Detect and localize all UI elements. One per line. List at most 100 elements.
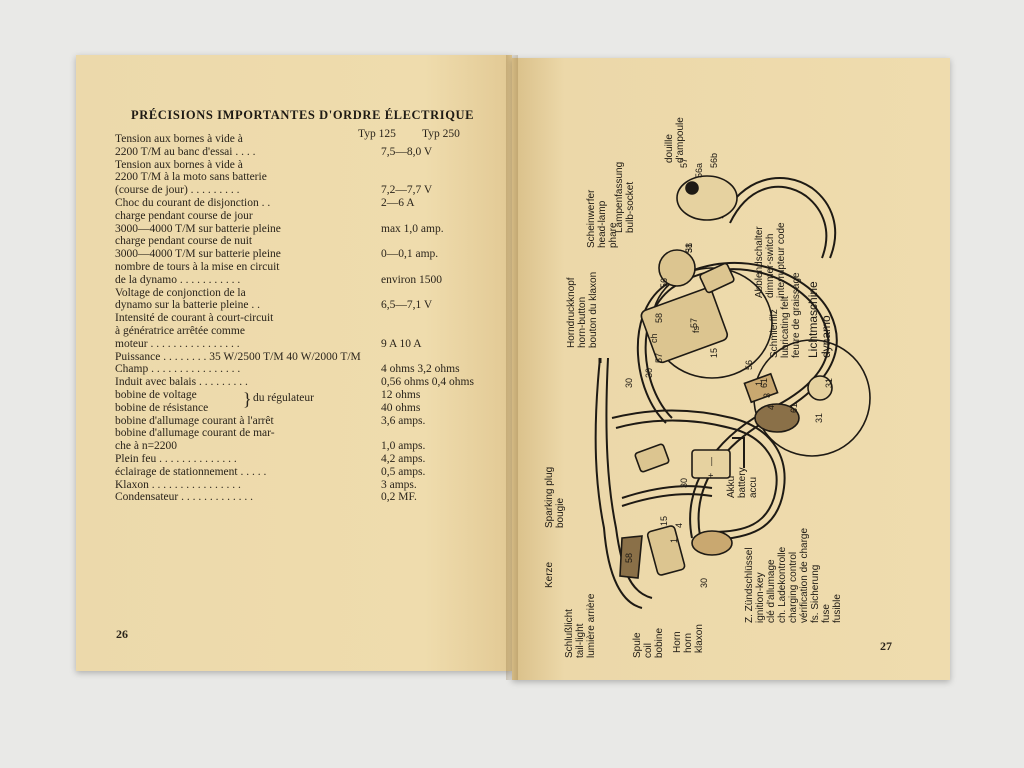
terminal-number: 58 bbox=[624, 553, 634, 563]
terminal-number: 56 bbox=[659, 278, 669, 288]
label-dynamo: Lichtmaschinedynamo bbox=[806, 281, 833, 358]
spec-label: charge pendant course de jour bbox=[115, 209, 253, 222]
label-douille: douilled'ampoule bbox=[664, 117, 686, 163]
label-lubricating: Schmierfilzlubricating feltfeutre de gra… bbox=[769, 272, 802, 358]
spec-label: Tension aux bornes à vide à bbox=[115, 158, 243, 171]
terminal-number: 30 bbox=[699, 578, 709, 588]
terminal-number: 56 bbox=[744, 360, 754, 370]
label-horn: Hornhornklaxon bbox=[672, 624, 705, 653]
label-horn-button: Horndruckknopfhorn-buttonbouton du klaxo… bbox=[566, 272, 599, 348]
spec-label: dynamo sur la batterie pleine . . bbox=[115, 299, 260, 312]
spec-value: max 1,0 amp. bbox=[381, 222, 444, 235]
terminal-number: 61 bbox=[789, 403, 799, 413]
terminal-number: 31 bbox=[824, 378, 834, 388]
terminal-number: 57 bbox=[654, 353, 664, 363]
terminal-number: 15 bbox=[709, 348, 719, 358]
spec-label: 2200 T/M à la moto sans batterie bbox=[115, 171, 267, 184]
terminal-number: ch bbox=[649, 333, 659, 343]
terminal-number: + bbox=[706, 473, 716, 478]
spec-label: Plein feu . . . . . . . . . . . . . . bbox=[115, 453, 237, 465]
spec-value: 4 ohms 3,2 ohms bbox=[381, 363, 460, 376]
spec-value: 6,5—7,1 V bbox=[381, 299, 433, 312]
spec-label: éclairage de stationnement . . . . . bbox=[115, 465, 267, 478]
spec-label: Voltage de conjonction de la bbox=[115, 286, 246, 299]
spec-value: 12 ohms bbox=[381, 389, 421, 401]
spec-label: (course de jour) . . . . . . . . . bbox=[115, 184, 240, 197]
spec-label: che à n=2200 bbox=[115, 440, 178, 453]
label-bulb-socket: Lampenfassungbulb-socket bbox=[614, 162, 636, 233]
spec-label: 3000—4000 T/M sur batterie pleine bbox=[115, 222, 281, 235]
book-gutter bbox=[506, 55, 518, 680]
col-header-typ125: Typ 125 bbox=[358, 128, 396, 140]
spec-label: moteur . . . . . . . . . . . . . . . . bbox=[115, 337, 240, 350]
right-page bbox=[512, 58, 950, 680]
spec-label: de la dynamo . . . . . . . . . . . bbox=[115, 273, 241, 286]
spec-value: 4,2 amps. bbox=[381, 453, 426, 465]
terminal-number: 61 bbox=[759, 378, 769, 388]
spec-value: 40 ohms bbox=[381, 401, 421, 414]
label-tail: Schlußlichttail-lightlumière arrière bbox=[564, 593, 597, 658]
spec-value: 0,56 ohms 0,4 ohms bbox=[381, 376, 474, 389]
label-legend: Z. Zündschlüssel ignition-key clé d'allu… bbox=[744, 525, 843, 623]
terminal-number: 58 bbox=[654, 313, 664, 323]
terminal-number: 56a bbox=[694, 163, 704, 178]
spec-value: 0,2 MF. bbox=[381, 491, 417, 504]
terminal-number: 56b bbox=[709, 153, 719, 168]
label-headlamp: Scheinwerferhead-lampphare bbox=[586, 189, 619, 248]
terminal-number: 1 bbox=[754, 381, 764, 386]
terminal-number: 15 bbox=[659, 516, 669, 526]
spec-label: bobine d'allumage courant de mar- bbox=[115, 427, 275, 440]
spec-label: Tension aux bornes à vide à bbox=[115, 133, 243, 145]
label-coil: Spulecoilbobine bbox=[632, 628, 665, 658]
spec-label: Klaxon . . . . . . . . . . . . . . . . bbox=[115, 478, 241, 491]
spec-value: 3,6 amps. bbox=[381, 414, 426, 427]
spec-value: 3 amps. bbox=[381, 478, 417, 491]
label-dimmer: Abblendschalterdimmer-switchinterrupteur… bbox=[754, 222, 787, 298]
spec-label: Induit avec balais . . . . . . . . . bbox=[115, 376, 248, 389]
terminal-number: 57 bbox=[689, 318, 699, 328]
spec-label: Puissance . . . . . . . . 35 W/2500 T/M … bbox=[115, 350, 361, 363]
left-page bbox=[76, 55, 512, 671]
brace-label: du régulateur bbox=[253, 392, 314, 404]
terminal-number: 58 bbox=[684, 243, 694, 253]
brace: } bbox=[243, 389, 252, 409]
spec-label: bobine d'allumage courant à l'arrêt bbox=[115, 414, 274, 427]
page-number-right: 27 bbox=[880, 639, 892, 653]
spec-label: charge pendant course de nuit bbox=[115, 235, 253, 248]
spec-label: Intensité de courant à court-circuit bbox=[115, 312, 274, 325]
spec-label: bobine de résistance bbox=[115, 401, 209, 414]
page-number-left: 26 bbox=[116, 627, 128, 641]
terminal-number: fs bbox=[691, 325, 701, 333]
terminal-number: 3 bbox=[762, 393, 772, 398]
spec-value: 0—0,1 amp. bbox=[381, 248, 439, 261]
page-title: PRÉCISIONS IMPORTANTES D'ORDRE ÉLECTRIQU… bbox=[131, 108, 475, 122]
terminal-number: 4 bbox=[674, 523, 684, 528]
spec-value: 2—6 A bbox=[381, 197, 415, 209]
spec-value: 9 A 10 A bbox=[381, 337, 422, 350]
spec-value: 1,0 amps. bbox=[381, 440, 426, 453]
terminal-number: 30 bbox=[679, 478, 689, 488]
spec-label: nombre de tours à la mise en circuit bbox=[115, 261, 280, 273]
terminal-number: — bbox=[706, 457, 716, 466]
col-header-typ250: Typ 250 bbox=[422, 128, 460, 140]
label-sparking: Sparking plugbougie bbox=[544, 467, 566, 528]
label-kerze: Kerze bbox=[544, 561, 555, 588]
terminal-number: 30 bbox=[624, 378, 634, 388]
wiring-diagram: Horndruckknopfhorn-buttonbouton du klaxo… bbox=[544, 117, 871, 658]
spec-value: 7,2—7,7 V bbox=[381, 184, 433, 197]
spec-value: 0,5 amps. bbox=[381, 465, 426, 478]
spec-label: 2200 T/M au banc d'essai . . . . bbox=[115, 145, 256, 158]
spec-label: Choc du courant de disjonction . . bbox=[115, 197, 271, 209]
spec-value: 7,5—8,0 V bbox=[381, 145, 433, 158]
terminal-number: 1 bbox=[669, 538, 679, 543]
spec-label: Champ . . . . . . . . . . . . . . . . bbox=[115, 363, 241, 376]
terminal-number: 4 bbox=[766, 405, 776, 410]
spec-label: à génératrice arrêtée comme bbox=[115, 325, 245, 337]
spec-label: 3000—4000 T/M sur batterie pleine bbox=[115, 248, 281, 261]
spec-label: bobine de voltage bbox=[115, 389, 197, 401]
spec-value: environ 1500 bbox=[381, 273, 443, 286]
label-battery: Akkubatteryaccu bbox=[726, 467, 759, 498]
terminal-number: 30 bbox=[644, 368, 654, 378]
terminal-number: 31 bbox=[814, 413, 824, 423]
